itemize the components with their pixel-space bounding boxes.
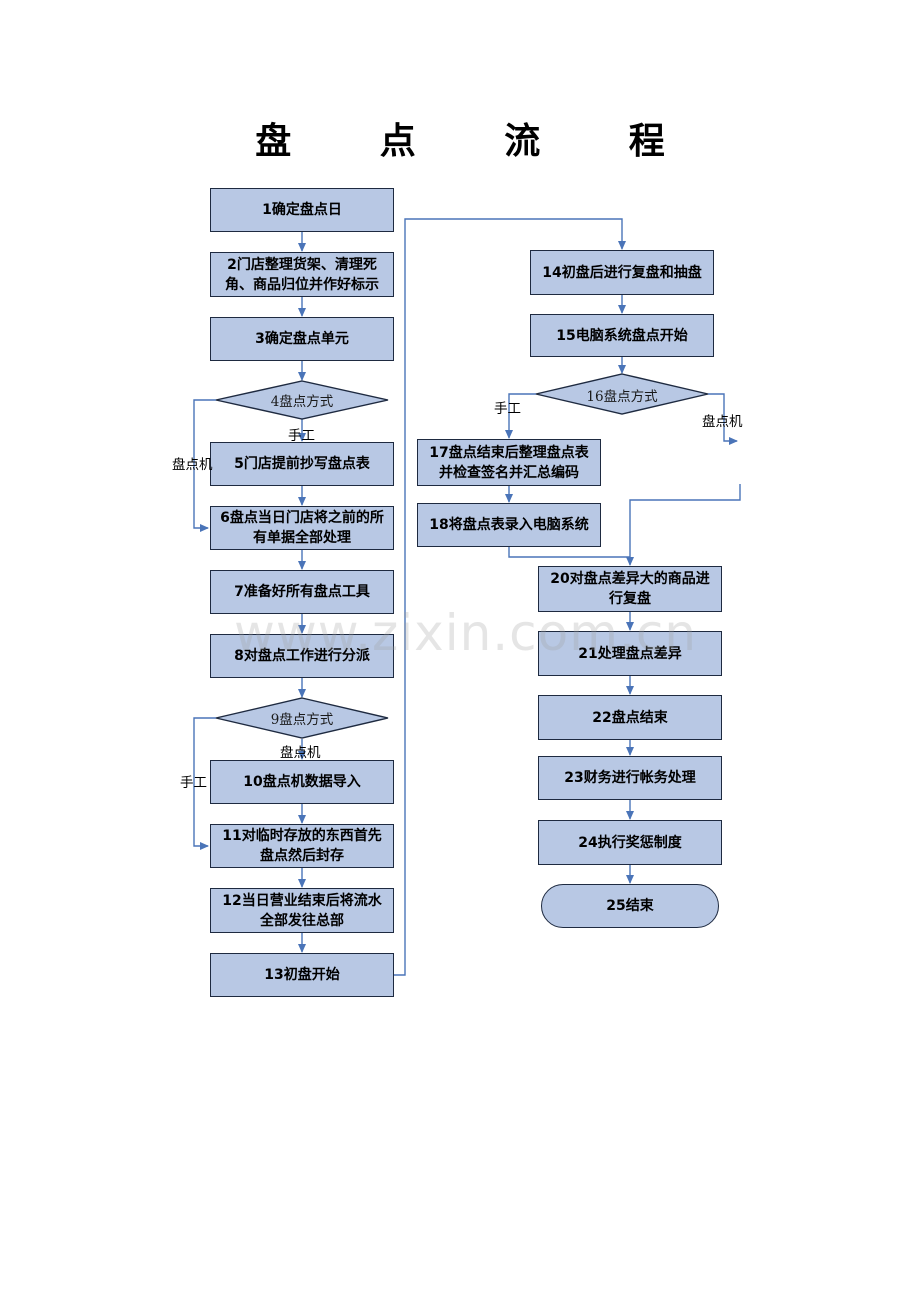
page-title: 盘 点 流 程 [255, 120, 703, 162]
step-12-box: 12当日营业结束后将流水 全部发往总部 [210, 888, 394, 933]
d16-scanner-label: 盘点机 [702, 414, 743, 430]
step-6-box: 6盘点当日门店将之前的所 有单据全部处理 [210, 506, 394, 550]
step-17-box: 17盘点结束后整理盘点表 并检查签名并汇总编码 [417, 439, 601, 486]
step-23-box: 23财务进行帐务处理 [538, 756, 722, 800]
d9-scanner-label: 盘点机 [280, 745, 321, 761]
d4-manual-label: 手工 [288, 428, 315, 444]
d4-scanner-label: 盘点机 [172, 457, 213, 473]
arrow-18-20 [508, 547, 630, 558]
decision-diamond-16 [535, 373, 709, 415]
step-10-box: 10盘点机数据导入 [210, 760, 394, 804]
step-25-end-terminal: 25结束 [541, 884, 719, 928]
step-5-box: 5门店提前抄写盘点表 [210, 442, 394, 486]
step-3-box: 3确定盘点单元 [210, 317, 394, 361]
step-18-box: 18将盘点表录入电脑系统 [417, 503, 601, 547]
decision-diamond-9 [215, 697, 389, 739]
decision-16-label: 16盘点方式 [586, 389, 658, 405]
branch-4-to-6 [193, 399, 216, 532]
d16-manual-label: 手工 [494, 401, 521, 417]
watermark: www.zixin.com.cn [234, 604, 698, 662]
decision-4-label: 4盘点方式 [270, 394, 334, 410]
d9-manual-label: 手工 [180, 775, 207, 791]
branch-scanner-to-20 [626, 484, 741, 566]
branch-16-manual [505, 393, 536, 439]
step-15-box: 15电脑系统盘点开始 [530, 314, 714, 357]
step-11-box: 11对临时存放的东西首先 盘点然后封存 [210, 824, 394, 868]
step-1-box: 1确定盘点日 [210, 188, 394, 232]
step-13-box: 13初盘开始 [210, 953, 394, 997]
step-7-box: 7准备好所有盘点工具 [210, 570, 394, 614]
branch-16-scanner [708, 393, 738, 445]
decision-diamond-4 [215, 380, 389, 420]
step-24-box: 24执行奖惩制度 [538, 820, 722, 865]
step-2-box: 2门店整理货架、清理死 角、商品归位并作好标示 [210, 252, 394, 297]
step-20-box: 20对盘点差异大的商品进 行复盘 [538, 566, 722, 612]
arrow-13-14 [394, 218, 626, 976]
step-14-box: 14初盘后进行复盘和抽盘 [530, 250, 714, 295]
decision-9-label: 9盘点方式 [270, 712, 334, 728]
step-22-box: 22盘点结束 [538, 695, 722, 740]
step-21-box: 21处理盘点差异 [538, 631, 722, 676]
branch-9-to-11 [193, 717, 216, 850]
step-8-box: 8对盘点工作进行分派 [210, 634, 394, 678]
